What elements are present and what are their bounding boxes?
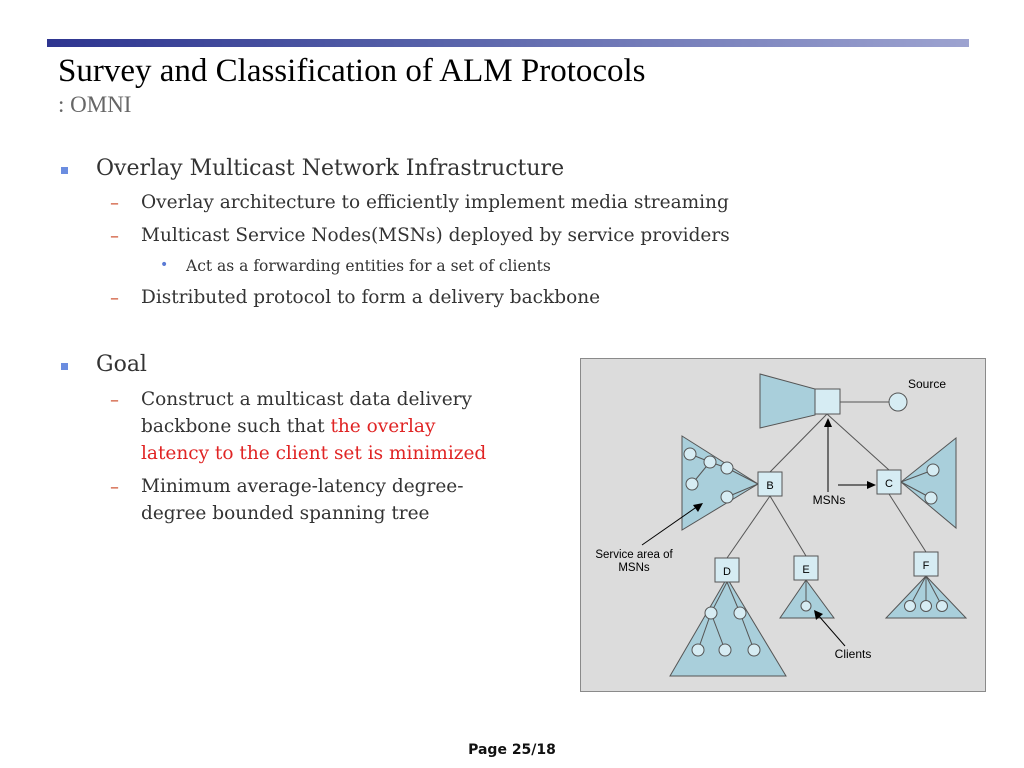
edge-root-c xyxy=(826,413,890,471)
bullet-overlay-infrastructure: Overlay Multicast Network Infrastructure xyxy=(96,156,565,181)
msn-node-d xyxy=(714,557,740,583)
goal-minimum-line-1: Minimum average-latency degree- xyxy=(141,476,464,497)
sub-sub-bullet-forwarding: Act as a forwarding entities for a set o… xyxy=(186,257,551,275)
client-node xyxy=(683,447,697,461)
goal-line-3-highlight: latency to the client set is minimized xyxy=(141,443,487,464)
client-node xyxy=(703,455,717,469)
edge-c-f xyxy=(888,493,927,553)
bullet-goal: Goal xyxy=(96,352,147,377)
msn-node-b xyxy=(757,471,783,497)
msn-node-c xyxy=(876,469,902,495)
sub-bullet-distributed-protocol: Distributed protocol to form a delivery … xyxy=(141,287,601,308)
client-node xyxy=(685,477,699,491)
arrowhead-icon xyxy=(814,610,823,620)
msn-e-label: E xyxy=(802,564,809,576)
client-node xyxy=(720,490,734,504)
service-area-e xyxy=(779,579,835,619)
client-node xyxy=(926,463,940,477)
dash-icon: – xyxy=(110,477,119,498)
slide-subtitle: : OMNI xyxy=(58,92,132,117)
client-node xyxy=(920,600,932,612)
msns-label: MSNs xyxy=(813,493,846,507)
msn-d-label: D xyxy=(723,566,731,578)
page-number: Page 25/18 xyxy=(468,742,556,758)
clients-arrow xyxy=(817,614,846,647)
service-area-c xyxy=(900,436,957,530)
root-msn-node xyxy=(814,388,841,415)
source-funnel-shape xyxy=(759,373,816,429)
dash-icon: – xyxy=(110,226,119,247)
source-node xyxy=(888,392,908,412)
title-bar xyxy=(47,39,969,47)
clients-label: Clients xyxy=(835,647,872,661)
dash-icon: – xyxy=(110,193,119,214)
msn-node-f xyxy=(913,551,939,577)
slide-title: Survey and Classification of ALM Protoco… xyxy=(58,53,646,89)
client-node xyxy=(904,600,916,612)
goal-minimum-line-2: degree bounded spanning tree xyxy=(141,503,430,524)
bullet-square-icon xyxy=(61,167,68,174)
edge-root-b xyxy=(769,413,828,473)
goal-line-2-highlight: the overlay xyxy=(330,416,436,437)
sub-bullet-overlay-architecture: Overlay architecture to efficiently impl… xyxy=(141,192,729,213)
msn-node-e xyxy=(793,555,819,581)
msn-c-label: C xyxy=(885,478,893,490)
dash-icon: – xyxy=(110,288,119,309)
arrowhead-icon xyxy=(867,481,876,489)
goal-line-1: Construct a multicast data delivery xyxy=(141,389,472,410)
bullet-square-icon xyxy=(61,363,68,370)
arrowhead-icon xyxy=(824,418,832,427)
service-area-label-1: Service area of xyxy=(595,549,673,561)
source-label: Source xyxy=(908,377,946,391)
edge-b-e xyxy=(769,495,807,557)
goal-line-2: backbone such that the overlay xyxy=(141,416,435,437)
client-node xyxy=(924,491,938,505)
edge-b-d xyxy=(726,495,771,559)
omni-network-diagram: Source B C MSNs Service area of MSNs xyxy=(580,358,986,692)
client-node xyxy=(936,600,948,612)
client-node xyxy=(704,606,718,620)
dash-icon: – xyxy=(110,390,119,411)
sub-bullet-msns: Multicast Service Nodes(MSNs) deployed b… xyxy=(141,225,730,246)
client-node xyxy=(720,461,734,475)
dot-icon: • xyxy=(160,257,169,273)
client-node xyxy=(800,600,812,612)
msn-b-label: B xyxy=(766,480,773,492)
service-area-arrow xyxy=(641,505,699,546)
msn-f-label: F xyxy=(923,560,930,572)
client-node xyxy=(733,606,747,620)
client-node xyxy=(718,643,732,657)
client-node xyxy=(691,643,705,657)
service-area-label-2: MSNs xyxy=(618,562,650,574)
arrowhead-icon xyxy=(693,503,703,512)
client-node xyxy=(747,643,761,657)
goal-line-2-plain: backbone such that xyxy=(141,416,331,437)
